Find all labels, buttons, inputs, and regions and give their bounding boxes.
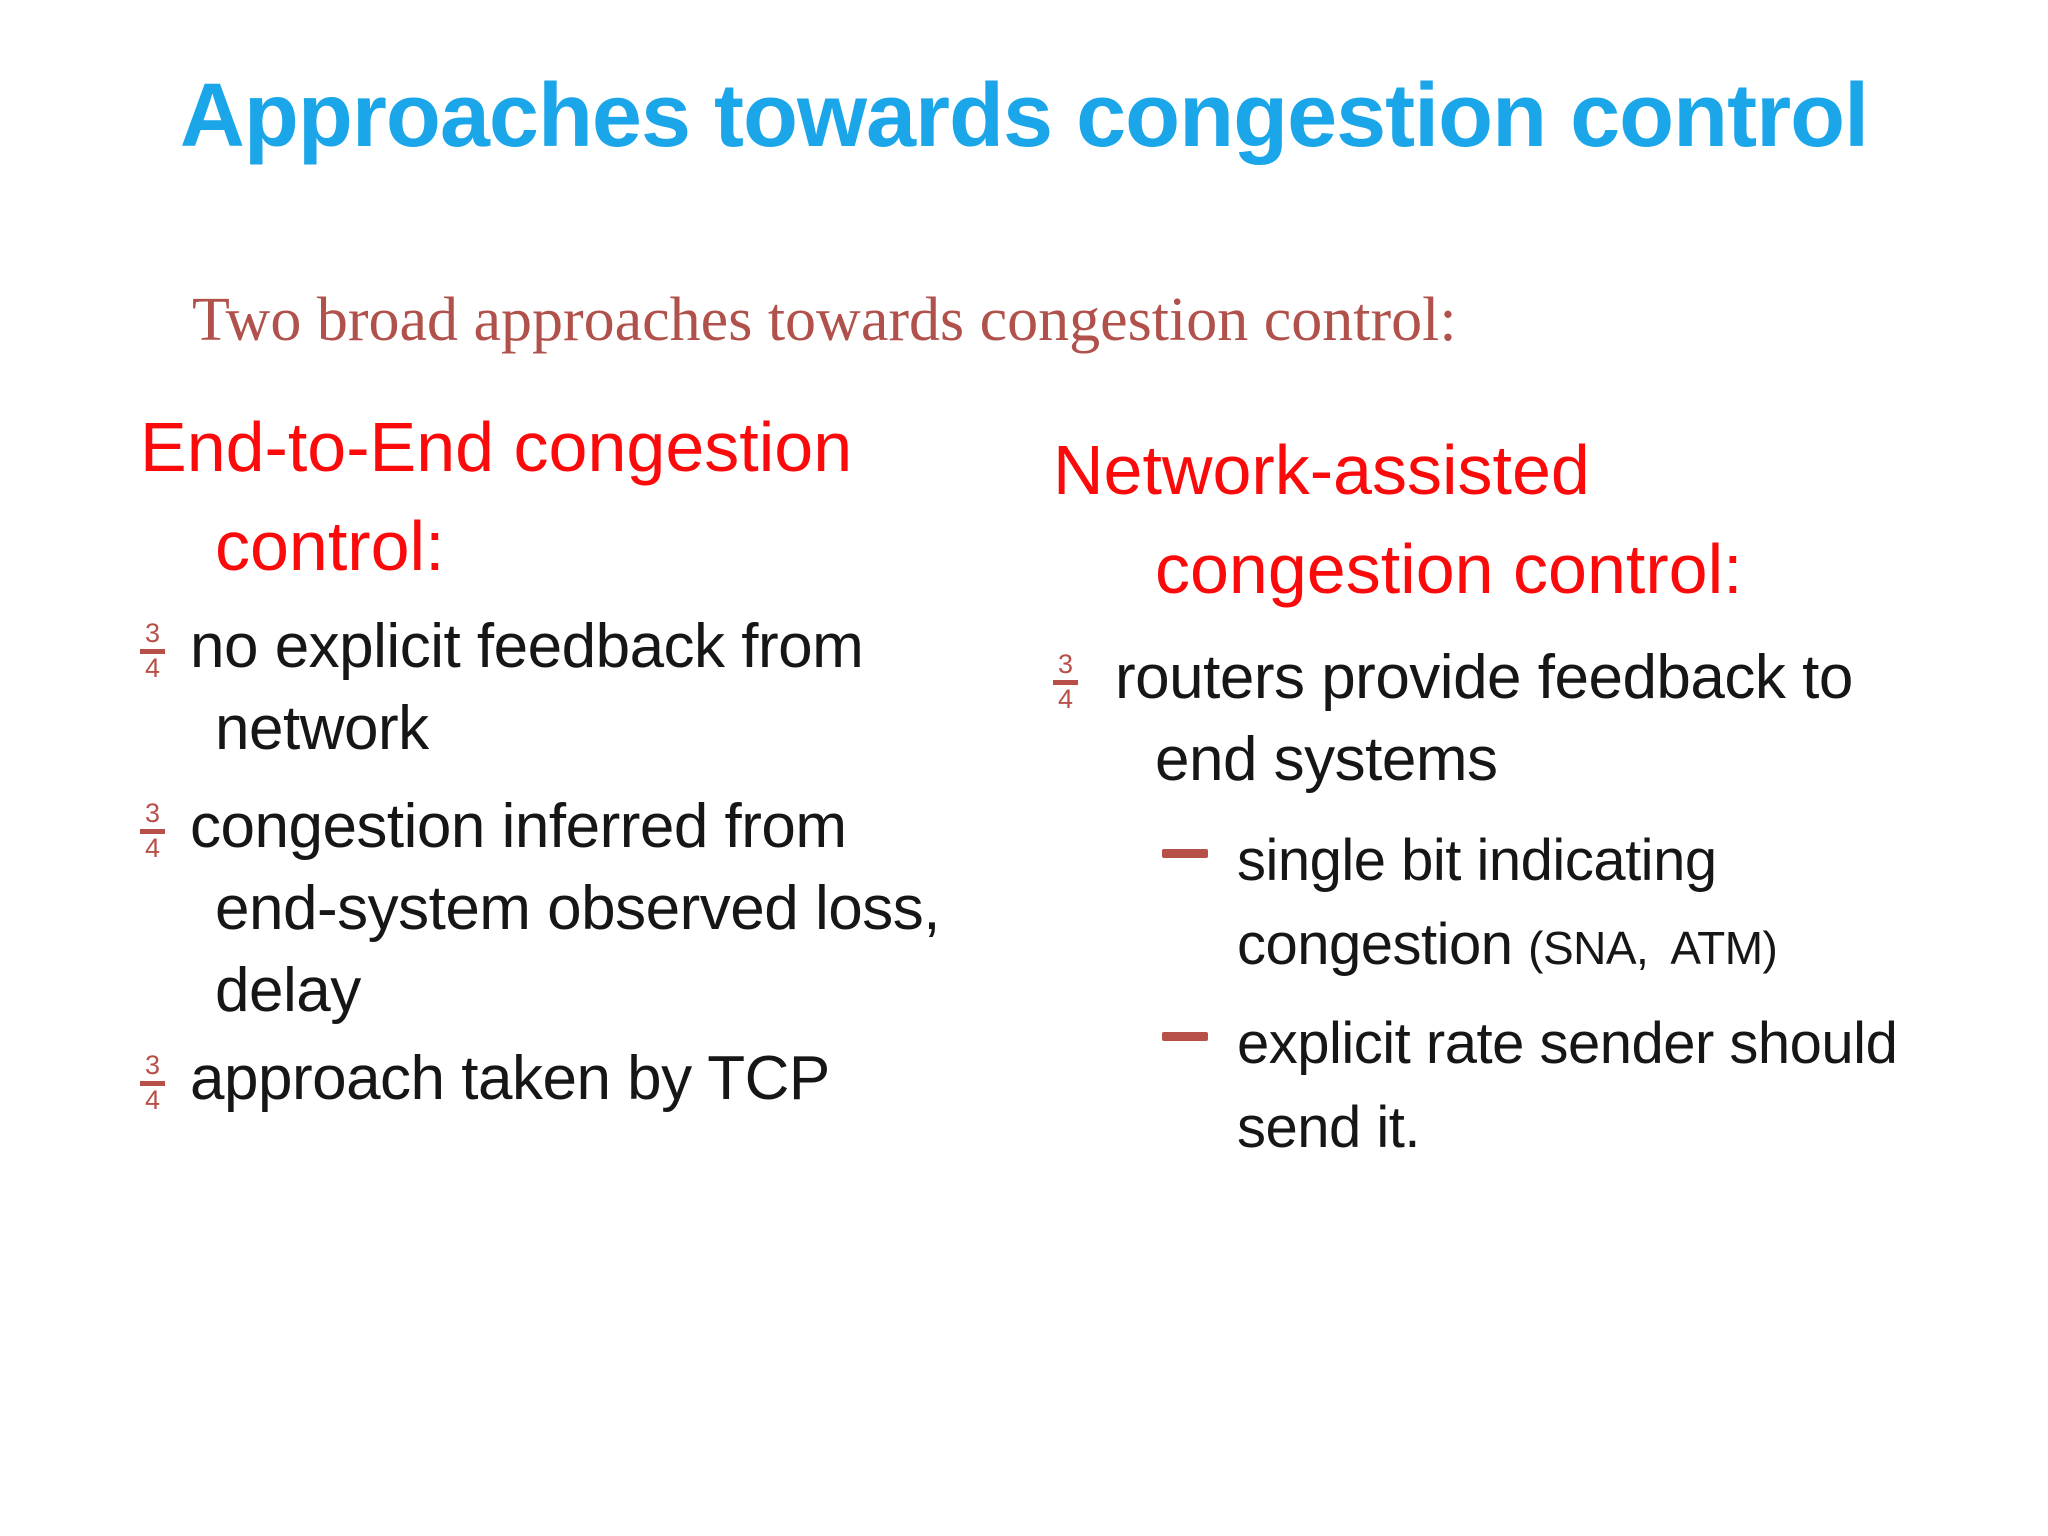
left-heading-line1: End-to-End congestion — [140, 408, 853, 486]
bullet-text-line: network — [215, 694, 429, 763]
dash-bullet-icon — [1162, 849, 1208, 858]
bullet-text-line: delay — [215, 956, 361, 1025]
sub-bullet-text-line: explicit rate sender should — [1237, 1011, 1898, 1076]
right-heading: Network-assisted congestion control: — [1053, 421, 2048, 619]
bullet-text-line: end systems — [1155, 725, 1498, 794]
bullet-text-line: approach taken by TCP — [190, 1044, 830, 1113]
right-sub-bullet-2: explicit rate sender should send it. — [1053, 1002, 2048, 1170]
slide-subtitle: Two broad approaches towards congestion … — [192, 286, 1457, 354]
sub-bullet-text-line: single bit indicating — [1237, 828, 1717, 893]
slide-title: Approaches towards congestion control — [179, 66, 1869, 166]
right-heading-line1: Network-assisted — [1053, 431, 1590, 509]
sub-bullet-text: congestion — [1237, 912, 1529, 977]
bullet-text-line: congestion inferred from — [190, 792, 847, 861]
sub-bullet-text-line: congestion (SNA, ATM) — [1237, 903, 2048, 990]
right-sub-bullet-1: single bit indicating congestion (SNA, A… — [1053, 819, 2048, 990]
bullet-text-line: end-system observed loss, — [215, 874, 940, 943]
sub-bullet-text-line: send it. — [1237, 1095, 1421, 1160]
left-heading-line2: control: — [215, 507, 445, 585]
sub-bullet-note: (SNA, ATM) — [1528, 922, 1778, 974]
left-heading: End-to-End congestion control: — [140, 398, 1070, 596]
dash-bullet-icon — [1162, 1032, 1208, 1041]
bullet-text-line: no explicit feedback from — [190, 612, 864, 681]
bullet-text-line: routers provide feedback to — [1115, 643, 1853, 712]
right-heading-line2: congestion control: — [1155, 530, 1743, 608]
